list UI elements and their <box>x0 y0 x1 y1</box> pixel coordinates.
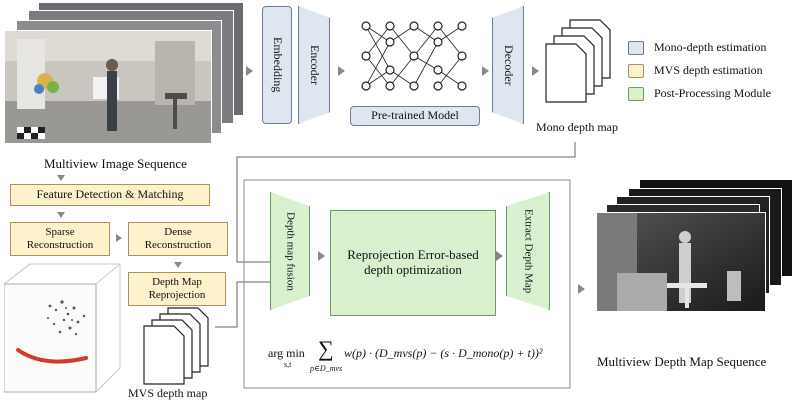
extract-depth-map-block: Extract Depth Map <box>506 192 550 310</box>
depth-image-illustration <box>597 213 765 311</box>
arrow-to-decoder-icon <box>482 66 489 76</box>
legend-swatch-post <box>628 86 644 101</box>
image-sequence-label: Multiview Image Sequence <box>44 156 187 171</box>
dense-reconstruction-label: Dense Reconstruction <box>144 226 212 251</box>
pretrained-model-box: Pre-trained Model <box>350 106 480 126</box>
arrow-to-embedding-icon <box>246 66 253 76</box>
feature-matching-box: Feature Detection & Matching <box>10 184 210 206</box>
formula-subject: s,t <box>284 360 292 369</box>
arrow-to-mono-map-icon <box>532 66 539 76</box>
mono-to-fusion-line <box>236 142 576 263</box>
embedding-block: Embedding <box>262 6 292 124</box>
pretrained-model-label: Pre-trained Model <box>371 108 459 123</box>
legend-item-mono: Mono-depth estimation <box>628 40 766 55</box>
feature-matching-label: Feature Detection & Matching <box>36 187 184 202</box>
mvs-depth-map-label: MVS depth map <box>128 386 208 400</box>
legend-label-mono: Mono-depth estimation <box>654 40 767 54</box>
output-depth-stack <box>596 180 796 312</box>
legend-label-post: Post-Processing Module <box>654 86 771 100</box>
mvs-depth-map-icon <box>143 307 209 385</box>
extract-depth-map-label: Extract Depth Map <box>522 208 535 294</box>
point-cloud-icon <box>4 263 121 393</box>
encoder-block: Encoder <box>298 6 330 124</box>
arrow-to-network-icon <box>338 66 345 76</box>
arrow-feature-icon <box>57 175 65 181</box>
formula-sum-icon: ∑ <box>318 336 334 361</box>
arrow-reprojection-icon <box>174 262 182 268</box>
sparse-reconstruction-label: Sparse Reconstruction <box>26 226 94 251</box>
encoder-label: Encoder <box>307 45 322 85</box>
image-frame-front <box>4 30 212 144</box>
depth-frame-front <box>596 212 766 312</box>
arrow-dense-icon <box>116 234 122 242</box>
decoder-label: Decoder <box>501 44 516 86</box>
sparse-reconstruction-box: Sparse Reconstruction <box>10 222 110 256</box>
formula-sum-sub: p∈D_mvs <box>310 364 343 373</box>
depth-map-fusion-label: Depth map fusion <box>284 211 297 291</box>
room-photo-illustration <box>5 31 211 143</box>
mono-depth-map-label: Mono depth map <box>536 120 618 134</box>
post-processing-frame <box>243 179 571 389</box>
legend-label-mvs: MVS depth estimation <box>654 63 763 77</box>
depth-map-reprojection-box: Depth Map Reprojection <box>128 272 226 306</box>
decoder-block: Decoder <box>492 6 524 124</box>
depth-optimization-label: Reprojection Error-based depth optimizat… <box>347 247 479 277</box>
embedding-label: Embedding <box>270 37 285 93</box>
optimization-formula: arg min s,t ∑ p∈D_mvs w(p) · (D_mvs(p) −… <box>262 336 562 378</box>
arrow-sparse-icon <box>57 212 65 218</box>
dense-reconstruction-box: Dense Reconstruction <box>128 222 228 256</box>
formula-argmin: arg min <box>268 346 305 360</box>
legend-item-mvs: MVS depth estimation <box>628 63 763 78</box>
arrow-to-extract-icon <box>496 251 503 261</box>
output-sequence-label: Multiview Depth Map Sequence <box>597 354 767 369</box>
mono-depth-map-icon <box>545 19 611 103</box>
neural-network-icon <box>361 21 467 91</box>
formula-body: w(p) · (D_mvs(p) − (s · D_mono(p) + t))² <box>344 346 543 360</box>
checkerboard-icon <box>17 127 45 139</box>
depth-map-reprojection-label: Depth Map Reprojection <box>148 276 206 301</box>
depth-optimization-box: Reprojection Error-based depth optimizat… <box>330 210 496 316</box>
legend-item-post: Post-Processing Module <box>628 86 771 101</box>
arrow-to-optimization-icon <box>318 251 325 261</box>
legend-swatch-mvs <box>628 63 644 78</box>
input-image-stack <box>4 2 244 144</box>
depth-map-fusion-block: Depth map fusion <box>270 192 310 310</box>
legend-swatch-mono <box>628 40 644 55</box>
mvs-to-fusion-line <box>215 281 270 328</box>
arrow-to-output-icon <box>578 284 585 294</box>
